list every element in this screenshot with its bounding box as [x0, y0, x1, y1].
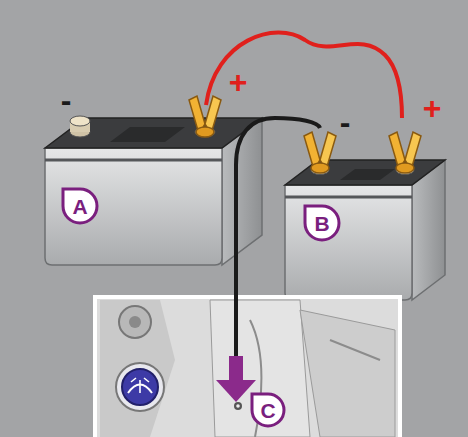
- polarity-sign: +: [229, 66, 248, 98]
- polarity-sign: -: [340, 106, 351, 138]
- battery-a: [45, 116, 262, 265]
- clamp: [389, 132, 421, 173]
- callout-letter: C: [260, 400, 275, 421]
- battery-b: [285, 160, 445, 300]
- clamp: [304, 132, 336, 173]
- black-cable: [236, 118, 320, 356]
- inset-photo: [95, 297, 400, 437]
- callout-letter: B: [314, 213, 329, 234]
- polarity-sign: -: [61, 84, 72, 116]
- callout-badges: [63, 189, 339, 426]
- callout-letter: A: [72, 196, 87, 217]
- red-cable: [206, 33, 402, 118]
- clamp: [189, 96, 221, 137]
- polarity-sign: +: [423, 92, 442, 124]
